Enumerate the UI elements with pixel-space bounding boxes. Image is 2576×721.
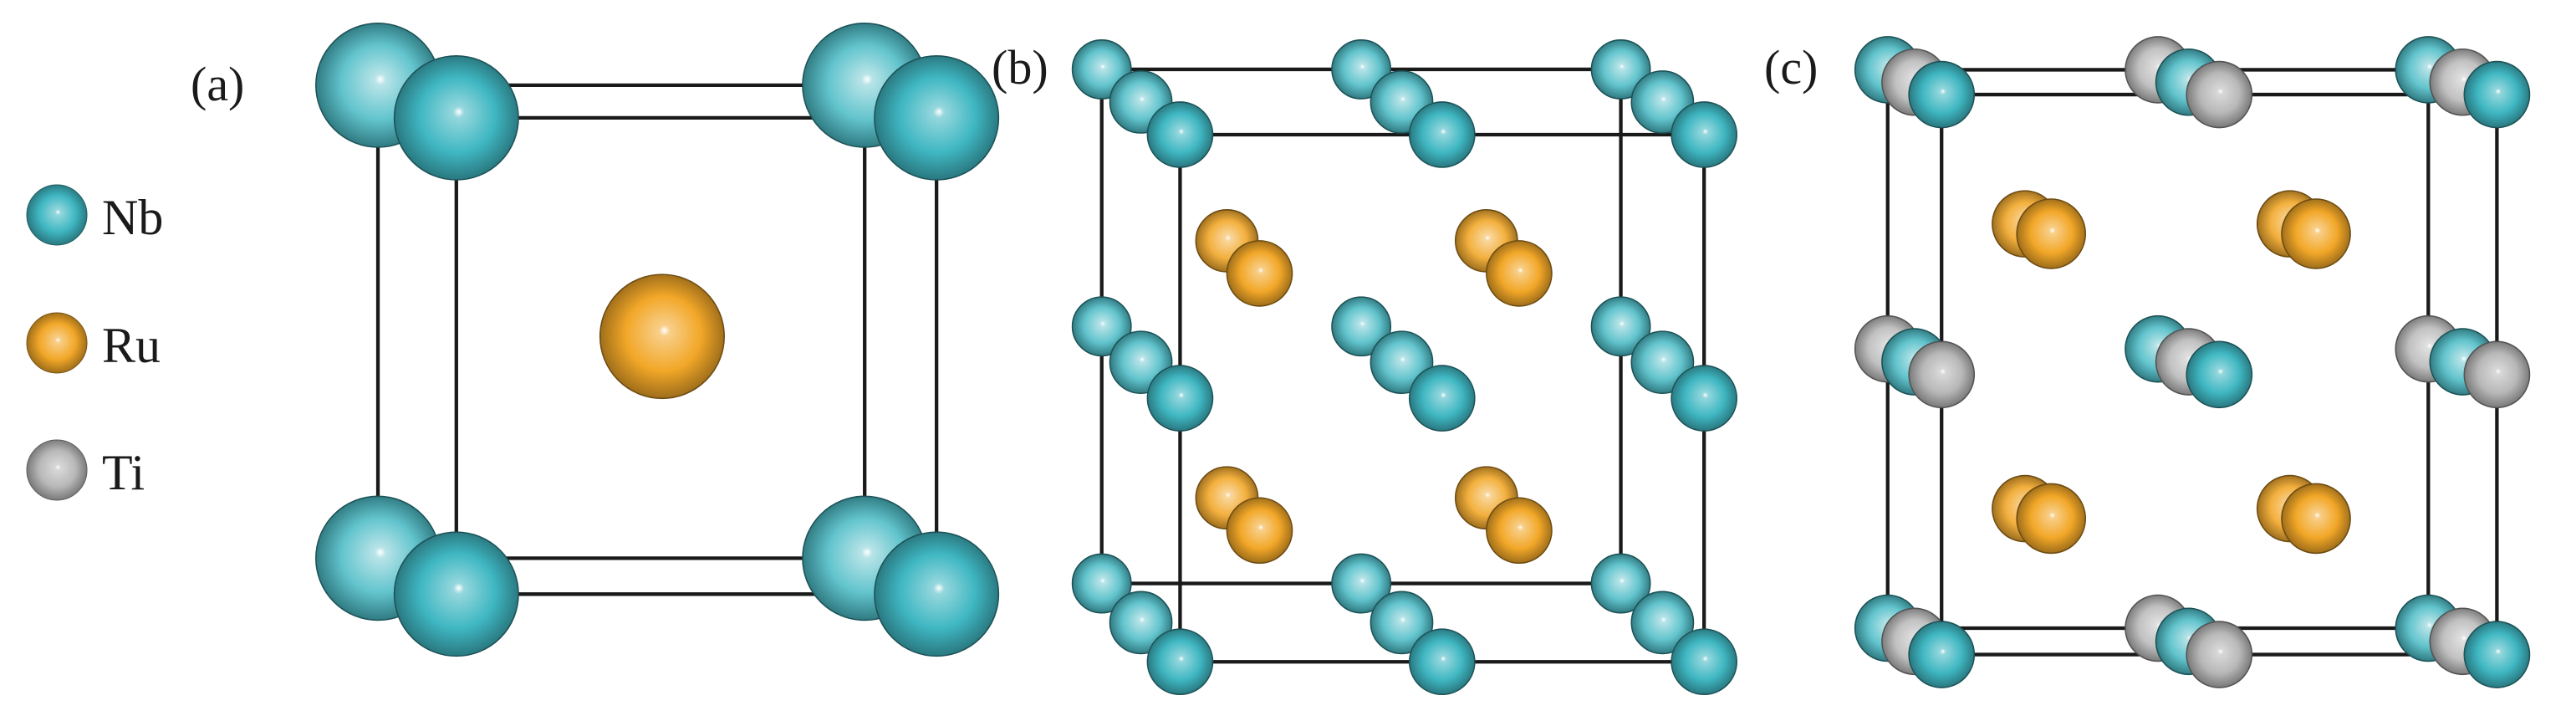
legend-label-ti: Ti [102,445,145,500]
nb-atom [1671,365,1737,432]
nb-atom [1408,365,1476,432]
atom-stack [2186,340,2253,409]
nb-atom [1146,365,1214,432]
panel-label-b: (b) [992,40,1048,95]
ru-atom [2281,198,2351,269]
nb-atom [1370,591,1434,655]
nb-atom [874,55,1000,181]
atom-stack [1908,621,1976,688]
legend-label-ru: Ru [102,318,161,373]
panel-c-structure [1854,36,2531,688]
atom-stack [2186,60,2253,129]
panel-b-structure [1071,39,1737,696]
ru-atom [2281,483,2351,555]
nb-atom [1071,296,1132,357]
nb-legend-swatch [26,184,88,246]
nb-atom [874,531,1000,657]
ti-legend-swatch [26,439,88,501]
nb-atom [1671,628,1737,696]
nb-atom [393,55,519,181]
nb-atom [1630,591,1695,655]
atom-stack [1908,60,1976,129]
nb-atom [1146,628,1214,696]
legend: Nb Ru Ti [26,184,163,501]
nb-atom [1590,296,1651,357]
ru-atom [1226,497,1293,565]
ru-atom [1226,240,1293,307]
panel-a-structure [315,23,1000,657]
nb-atom [1146,101,1214,168]
nb-atom [1408,628,1476,696]
atom-stack [1908,340,1976,409]
nb-atom [1590,39,1651,100]
nb-atom [1331,553,1392,614]
atom-stack [2463,60,2531,129]
legend-item-nb: Nb [26,184,163,246]
legend-item-ru: Ru [26,312,161,374]
ru-atom [599,274,725,400]
panel-label-c: (c) [1764,40,1818,95]
nb-atom [1590,553,1651,614]
panel-label-a: (a) [191,57,244,111]
atom-stack [2463,621,2531,688]
atom-stack [2463,340,2531,409]
nb-atom [1071,553,1132,614]
ru-atom [1486,240,1553,307]
legend-item-ti: Ti [26,439,145,501]
ru-legend-swatch [26,312,88,374]
ru-atom [1486,497,1553,565]
nb-atom [1331,296,1392,357]
nb-atom [1671,101,1737,168]
legend-label-nb: Nb [102,190,163,245]
atom-stack [2186,621,2253,688]
nb-atom [1109,591,1173,655]
nb-atom [1408,101,1476,168]
ru-atom [2016,483,2087,555]
nb-atom [393,531,519,657]
ru-atom [2016,198,2087,269]
